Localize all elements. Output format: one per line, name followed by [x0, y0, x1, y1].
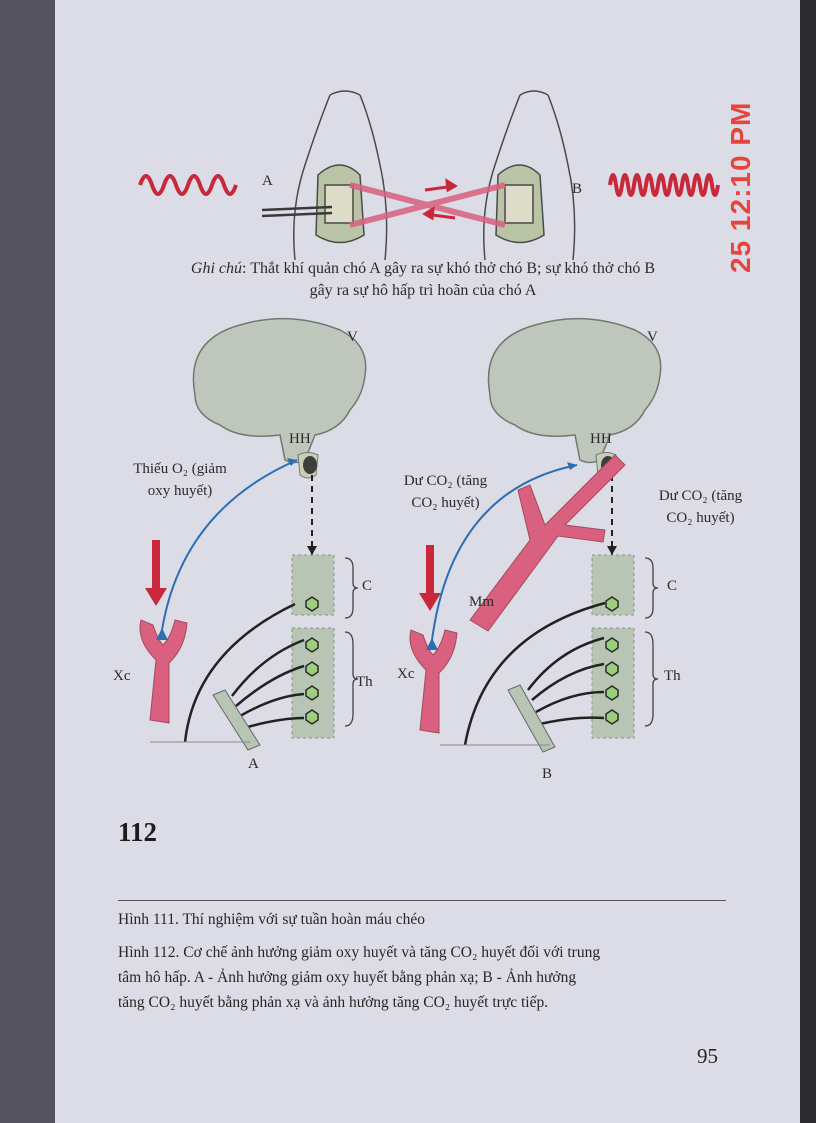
- figure-111-note: Ghi chú: Thắt khí quản chó A gây ra sự k…: [118, 258, 728, 302]
- carotid-a: [139, 619, 188, 724]
- label-b-du-left-line2: CO₂ huyết): [411, 495, 480, 511]
- camera-timestamp: 25 12:10 PM: [725, 88, 756, 273]
- label-b-du-right-line1: Dư CO₂ (tăng: [658, 488, 743, 504]
- afferent-nerve-b: [431, 464, 578, 641]
- panel-a-drawing: [139, 317, 367, 751]
- separator-rule: [118, 900, 726, 901]
- label-dog-b: B: [572, 181, 583, 197]
- caption-fig112-line3: tăng CO₂ huyết bằng phản xạ và ảnh hưởng…: [118, 994, 549, 1011]
- label-a-thieu-line2: oxy huyết): [147, 483, 213, 499]
- label-b-xc: Xc: [397, 666, 415, 682]
- caption-fig112: Hình 112. Cơ chế ảnh hưởng giảm oxy huyế…: [118, 940, 733, 1015]
- crossing-vessels: [349, 182, 506, 228]
- note-text-line1: : Thắt khí quản chó A gây ra sự khó thở …: [242, 260, 656, 277]
- label-b-du-left-line1: Dư CO₂ (tăng: [403, 473, 488, 489]
- label-a-thieu-line1: Thiếu O₂ (giảm: [133, 461, 227, 477]
- label-a-xc: Xc: [113, 668, 131, 684]
- figure-number: 112: [118, 817, 158, 847]
- label-panel-b: B: [542, 766, 553, 782]
- note-text-line2: gây ra sự hô hấp trì hoãn của chó A: [309, 282, 537, 299]
- label-panel-a: A: [248, 756, 259, 772]
- label-a-th: Th: [356, 674, 373, 690]
- brain-b: [487, 317, 662, 464]
- carotid-b: [409, 629, 458, 734]
- brain-a: [192, 317, 367, 464]
- label-a-v: V: [347, 329, 358, 345]
- label-b-th: Th: [664, 668, 681, 684]
- label-b-du-co2-right: Dư CO₂ (tăng CO₂ huyết): [638, 485, 763, 529]
- label-b-v: V: [647, 329, 658, 345]
- label-b-mm: Mm: [469, 594, 495, 610]
- book-spine-shadow: [0, 0, 62, 1123]
- caption-fig112-line1: Hình 112. Cơ chế ảnh hưởng giảm oxy huyế…: [118, 944, 601, 961]
- label-dog-a: A: [262, 173, 273, 189]
- dog-b-drawing: [483, 90, 576, 261]
- wave-a: [138, 174, 238, 196]
- page-number: 95: [697, 1044, 718, 1068]
- label-a-c: C: [362, 578, 373, 594]
- wave-b: [608, 173, 720, 197]
- afferent-nerve-a: [161, 459, 298, 631]
- caption-fig111: Hình 111. Thí nghiệm với sự tuần hoàn má…: [118, 911, 426, 928]
- label-a-hh: HH: [289, 431, 311, 447]
- page-edge-shadow: [800, 0, 816, 1123]
- label-b-du-co2-left: Dư CO₂ (tăng CO₂ huyết): [383, 470, 508, 514]
- panel-b-drawing: [409, 317, 662, 753]
- flow-arrows: [422, 178, 458, 221]
- label-b-du-right-line2: CO₂ huyết): [666, 510, 735, 526]
- note-label: Ghi chú: [190, 260, 243, 277]
- timestamp-text: 25 12:10 PM: [725, 101, 756, 273]
- label-b-hh: HH: [590, 431, 612, 447]
- caption-fig112-line2: tâm hô hấp. A - Ảnh hưởng giảm oxy huyết…: [118, 969, 577, 986]
- brain-vessel-b: [469, 454, 626, 632]
- label-b-c: C: [667, 578, 678, 594]
- label-a-thieu-o2: Thiếu O₂ (giảm oxy huyết): [110, 458, 250, 502]
